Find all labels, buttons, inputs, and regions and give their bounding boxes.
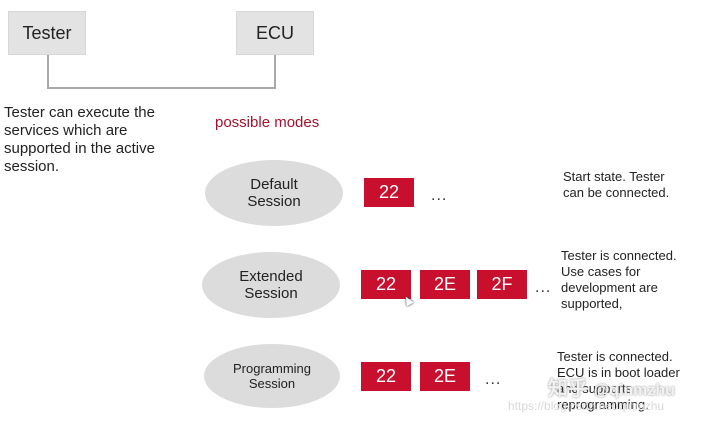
extended-note-line-4: supported, <box>561 296 623 311</box>
default-session-note: Start state. Tester can be connected. <box>563 169 708 201</box>
extended-ellipsis: ... <box>535 279 552 296</box>
mouse-cursor-icon <box>402 294 414 307</box>
programming-note-line-1: Tester is connected. <box>557 349 673 364</box>
zhihu-logo-text: 知乎 <box>548 378 588 400</box>
tester-description: Tester can execute the services which ar… <box>4 104 204 176</box>
connector-tester-vertical <box>47 55 49 89</box>
default-session-line-1: Default <box>250 176 298 193</box>
programming-note-line-4: reprogramming. <box>557 397 649 412</box>
default-session-line-2: Session <box>247 193 301 210</box>
service-2f-extended: 2F <box>477 270 527 299</box>
description-line-1: Tester can execute the <box>4 104 155 121</box>
default-ellipsis: ... <box>431 187 448 204</box>
extended-session-line-1: Extended <box>239 268 303 285</box>
default-note-line-1: Start state. Tester <box>563 169 665 184</box>
description-line-4: session. <box>4 158 60 175</box>
programming-session-ellipse: Programming Session <box>204 344 340 408</box>
ecu-label: ECU <box>255 22 294 43</box>
programming-note-line-3: and supports <box>557 381 633 396</box>
extended-note-line-3: development are <box>561 280 658 295</box>
extended-note-line-2: Use cases for <box>561 264 641 279</box>
tester-label: Tester <box>22 22 72 43</box>
service-22-programming: 22 <box>361 362 411 391</box>
tester-node: Tester <box>8 11 86 55</box>
extended-note-line-1: Tester is connected. <box>561 248 677 263</box>
service-22-default: 22 <box>364 178 414 207</box>
description-line-2: services which are <box>4 122 128 139</box>
programming-note-line-2: ECU is in boot loader <box>557 365 680 380</box>
modes-heading: possible modes <box>215 114 320 131</box>
connector-ecu-vertical <box>274 55 276 89</box>
extended-session-line-2: Session <box>244 285 298 302</box>
service-22-extended: 22 <box>361 270 411 299</box>
description-line-3: supported in the active <box>4 140 155 157</box>
zhihu-handle: @qinmzhu <box>593 382 675 399</box>
default-note-line-2: can be connected. <box>563 185 670 200</box>
programming-session-line-2: Session <box>248 376 296 391</box>
programming-session-note: Tester is connected. ECU is in boot load… <box>557 349 709 413</box>
service-2e-extended: 2E <box>420 270 470 299</box>
programming-ellipsis: ... <box>485 371 502 388</box>
ecu-node: ECU <box>236 11 314 55</box>
programming-session-line-1: Programming <box>232 361 312 376</box>
extended-session-note: Tester is connected. Use cases for devel… <box>561 248 709 312</box>
zhihu-watermark-logo: 知乎 @qinmzhu <box>548 372 675 401</box>
connector-horizontal <box>47 87 276 89</box>
csdn-watermark: https://blog.csdn.net/qinmzhu <box>508 399 665 413</box>
service-2e-programming: 2E <box>420 362 470 391</box>
extended-session-ellipse: Extended Session <box>202 252 340 318</box>
default-session-ellipse: Default Session <box>205 160 343 226</box>
